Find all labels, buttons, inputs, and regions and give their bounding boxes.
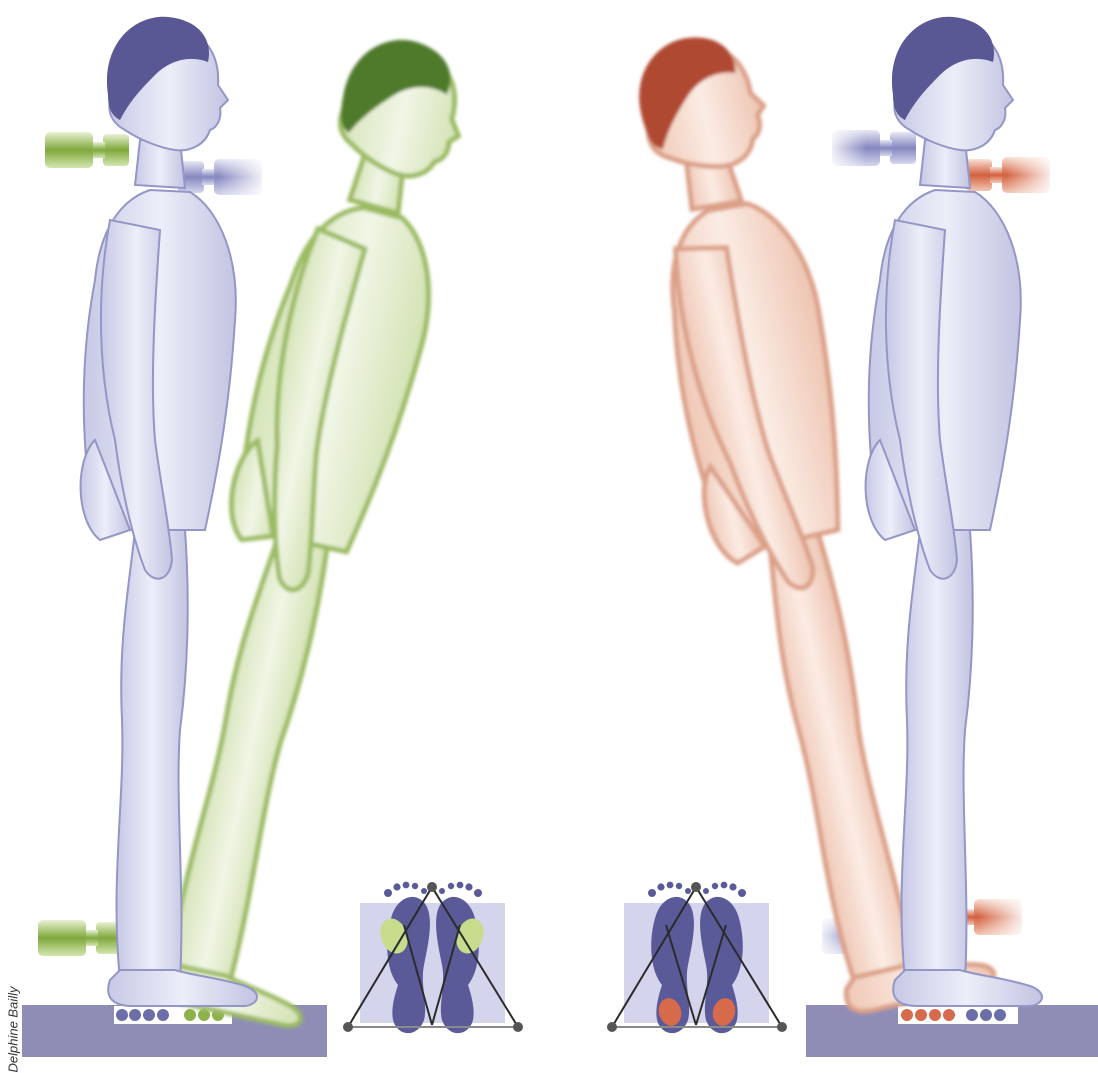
platform-sensors-right [898, 1006, 1018, 1024]
foot-pressure-inset-forward [343, 882, 523, 1034]
artist-credit: Delphine Bailly [6, 983, 21, 1073]
left-panel [22, 17, 523, 1057]
foot-pressure-inset-backward [607, 882, 787, 1034]
sensor-green-neck [45, 132, 129, 168]
sensor-red-neck [966, 155, 1056, 195]
sensor-neutral-neck-right [826, 128, 916, 168]
sensor-neutral-neck [178, 157, 268, 197]
sensor-green-ankle [38, 920, 122, 956]
right-panel [601, 17, 1098, 1057]
